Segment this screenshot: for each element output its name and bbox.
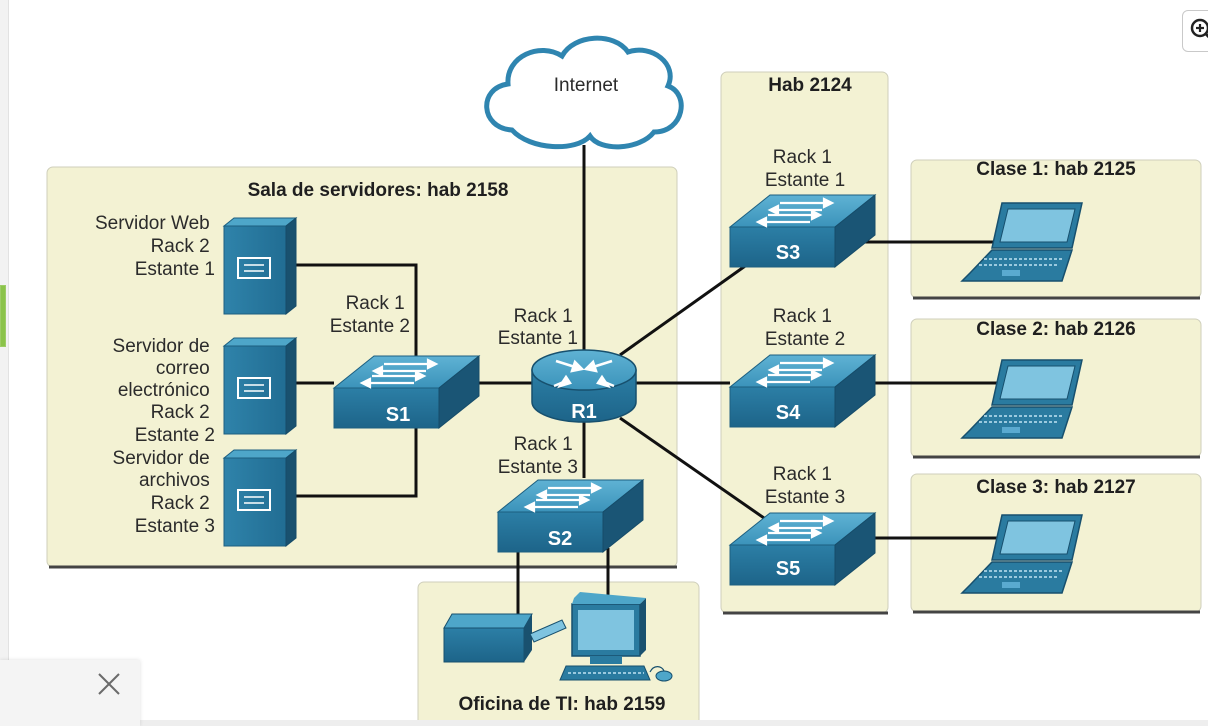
cloud-icon: Internet [484,35,684,150]
mail-server-icon [223,337,297,435]
s2-location: Rack 1 Estante 3 [498,434,578,478]
server-room-title: Sala de servidores: hab 2158 [248,180,509,201]
router-r1-icon[interactable]: R1 [531,349,637,423]
close-icon [98,673,120,695]
web-server-label: Servidor Web Rack 2 Estante 1 [95,213,215,280]
link-r1-s5 [619,416,765,520]
class-3-title: Clase 3: hab 2127 [976,477,1135,498]
s2-label: S2 [548,528,572,550]
file-server-icon [223,449,297,547]
printer-icon [443,613,567,663]
s4-label: S4 [776,402,801,424]
left-panel-tab[interactable] [0,285,6,347]
zoom-in-icon [1190,18,1208,39]
close-button[interactable] [93,668,125,700]
class-2-title: Clase 2: hab 2126 [976,319,1135,340]
link-r1-s3 [619,262,749,357]
network-links [296,145,1000,615]
mail-server-label: Servidor de correo electrónico Rack 2 Es… [113,336,215,446]
switch-s3-icon[interactable]: S3 [728,193,877,269]
s1-label: S1 [386,404,410,426]
switch-s4-icon[interactable]: S4 [728,353,877,429]
internet-label: Internet [554,75,619,96]
s3-label: S3 [776,242,800,264]
s1-location: Rack 1 Estante 2 [330,293,410,337]
s4-location: Rack 1 Estante 2 [765,306,845,350]
r1-label: R1 [571,401,597,423]
s5-location: Rack 1 Estante 3 [765,464,845,508]
web-server-icon [223,217,297,315]
it-office-title: Oficina de TI: hab 2159 [459,694,666,715]
hab-2124-title: Hab 2124 [768,75,852,96]
s3-location: Rack 1 Estante 1 [765,147,845,191]
r1-location: Rack 1 Estante 1 [498,306,578,349]
file-server-label: Servidor de archivos Rack 2 Estante 3 [113,448,215,537]
zoom-in-button[interactable] [1182,10,1208,52]
s5-label: S5 [776,558,800,580]
switch-s2-icon[interactable]: S2 [496,478,645,554]
switch-s1-icon[interactable]: S1 [332,354,481,430]
link-file-s1 [296,426,418,498]
left-panel-edge [0,0,9,726]
desktop-computer-icon [559,592,673,682]
switch-s5-icon[interactable]: S5 [728,511,877,587]
bottom-scroll-strip [0,720,1208,726]
class-1-title: Clase 1: hab 2125 [976,159,1136,180]
link-web-s1 [296,263,418,358]
